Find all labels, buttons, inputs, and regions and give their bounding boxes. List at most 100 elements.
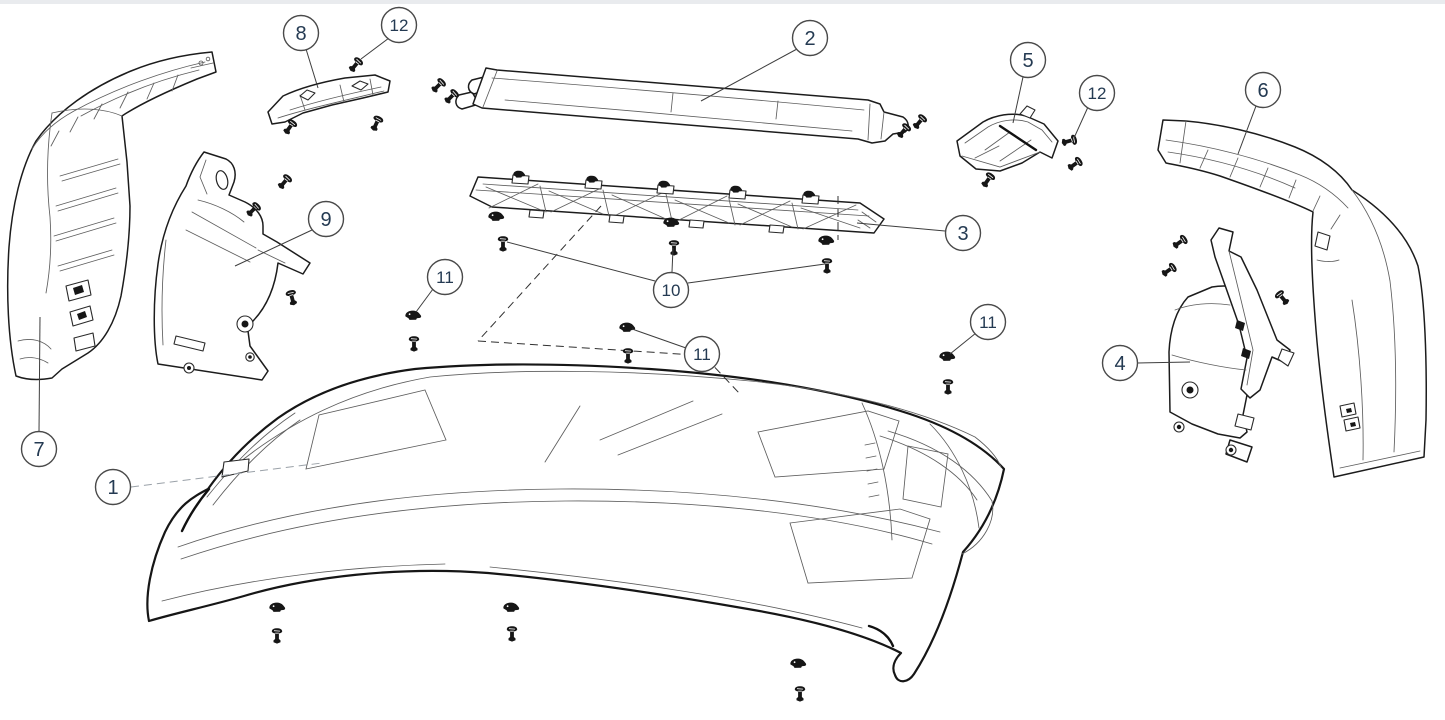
clip-icon — [818, 235, 835, 245]
leader-line — [234, 229, 313, 267]
callout-8[interactable]: 8 — [282, 14, 320, 89]
callout-number: 10 — [662, 281, 681, 300]
callout-3[interactable]: 3 — [856, 214, 982, 252]
clip-icon — [269, 602, 286, 612]
callout-circle — [20, 430, 58, 468]
leader-line — [631, 328, 687, 349]
screw-icon — [1274, 290, 1290, 306]
screw-icon — [1172, 234, 1188, 249]
screw-icon — [444, 89, 459, 104]
callout-number: 7 — [33, 439, 44, 461]
callout-2[interactable]: 2 — [700, 19, 829, 102]
callout-circle — [652, 271, 690, 309]
part-7-left-corner-trim[interactable] — [6, 51, 217, 381]
screw-icon — [283, 119, 298, 135]
screw-icon — [942, 379, 954, 395]
clip-icon — [939, 351, 956, 361]
screw-icon — [981, 172, 996, 188]
leader-line — [1136, 361, 1191, 364]
callout-4[interactable]: 4 — [1101, 344, 1191, 382]
callout-circle — [94, 468, 132, 506]
screw-icon — [794, 686, 806, 702]
callout-9[interactable]: 9 — [234, 200, 345, 267]
part-6-right-corner-trim[interactable] — [1157, 119, 1427, 478]
callout-number: 4 — [1114, 353, 1125, 375]
part-2-upper-trim-panel[interactable] — [455, 67, 909, 144]
leader-line — [949, 332, 977, 355]
clip-icon — [488, 211, 505, 221]
clip-icon — [586, 175, 599, 183]
callout-circle — [1009, 41, 1047, 79]
callout-number: 6 — [1257, 80, 1268, 102]
screw-icon — [668, 240, 680, 256]
leader-line — [687, 263, 826, 284]
leader-line — [700, 48, 798, 102]
window-top-edge — [0, 0, 1445, 4]
callout-11[interactable]: 11 — [631, 328, 721, 373]
callout-number: 11 — [693, 345, 711, 364]
callout-5[interactable]: 5 — [1009, 41, 1047, 124]
clip-icon — [405, 310, 422, 320]
screw-icon — [1067, 156, 1083, 171]
screw-icon — [506, 626, 518, 642]
screw-icon — [497, 236, 509, 252]
callout-12[interactable]: 12 — [360, 6, 418, 60]
screw-icon — [1161, 262, 1177, 277]
leader-line — [38, 316, 41, 433]
leader-line — [130, 462, 323, 488]
callout-11[interactable]: 11 — [415, 258, 464, 313]
screw-icon — [408, 336, 420, 352]
callout-circle — [1078, 74, 1116, 112]
part-9-left-side-bracket[interactable] — [153, 151, 311, 381]
clip-icon — [790, 658, 807, 668]
callout-circle — [944, 214, 982, 252]
callout-circle — [307, 200, 345, 238]
callout-number: 1 — [107, 477, 118, 499]
part-8-left-upper-bracket[interactable] — [267, 74, 391, 125]
clip-icon — [658, 180, 671, 188]
leader-line — [856, 222, 946, 232]
callout-circle — [1101, 344, 1139, 382]
clip-icon — [663, 217, 680, 227]
callout-1[interactable]: 1 — [94, 462, 323, 506]
callout-12[interactable]: 12 — [1073, 74, 1116, 139]
leader-line — [360, 37, 390, 60]
leader-line — [1073, 106, 1089, 139]
callout-10[interactable]: 10 — [506, 241, 826, 309]
screw-icon — [370, 115, 384, 131]
screw-icon — [896, 123, 912, 139]
callout-number: 12 — [1088, 84, 1107, 103]
callout-number: 9 — [320, 209, 331, 231]
callout-circle — [1244, 71, 1282, 109]
screw-icon — [622, 348, 634, 364]
screw-icon — [246, 202, 261, 217]
alignment-guide-line — [705, 357, 741, 395]
clip-icon — [803, 190, 816, 198]
screw-icon — [821, 258, 833, 274]
callout-6[interactable]: 6 — [1237, 71, 1282, 155]
callout-number: 12 — [390, 16, 409, 35]
leader-line — [305, 48, 319, 89]
leader-line — [506, 241, 656, 282]
callout-7[interactable]: 7 — [20, 316, 58, 468]
leader-line — [1237, 105, 1257, 155]
part-5-right-upper-bracket[interactable] — [956, 105, 1059, 172]
callout-circle — [791, 19, 829, 57]
clip-icon — [619, 322, 636, 332]
screw-icon — [271, 628, 283, 644]
part-1-bumper-cover[interactable] — [146, 363, 1006, 683]
part-4-right-side-bracket[interactable] — [1168, 227, 1295, 463]
alignment-guide-line — [477, 340, 711, 357]
screw-icon — [912, 114, 928, 130]
callout-circle — [426, 258, 464, 296]
clip-icon — [503, 602, 520, 612]
alignment-guide-line — [477, 205, 602, 342]
callout-number: 5 — [1022, 50, 1033, 72]
callout-circle — [380, 6, 418, 44]
callout-number: 11 — [979, 313, 997, 332]
leader-line — [671, 247, 674, 273]
callout-11[interactable]: 11 — [949, 303, 1007, 355]
callout-number: 2 — [804, 28, 815, 50]
